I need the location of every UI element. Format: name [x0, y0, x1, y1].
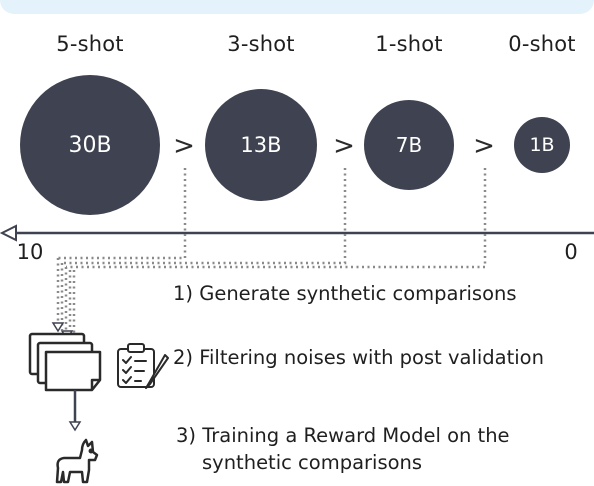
chevron-right-icon: >: [333, 131, 355, 161]
axis-label-right: 0: [564, 240, 578, 264]
model-circle-13b: 13B: [205, 89, 317, 201]
model-circle-7b: 7B: [364, 100, 454, 190]
stacked-documents-icon: [28, 332, 102, 392]
shot-label-1: 1-shot: [375, 32, 443, 56]
clipboard-checklist-icon: [117, 343, 169, 389]
llama-icon: [55, 438, 99, 484]
top-banner: [0, 0, 594, 14]
chevron-right-icon: >: [473, 131, 495, 161]
step-1-text: 1) Generate synthetic comparisons: [173, 282, 517, 305]
step-2-text: 2) Filtering noises with post validation: [173, 346, 544, 369]
axis-arrow: [0, 224, 594, 242]
model-circle-30b: 30B: [20, 75, 160, 215]
step-3-text-line2: synthetic comparisons: [202, 451, 423, 474]
shot-label-0: 0-shot: [508, 32, 576, 56]
down-arrow: [68, 390, 82, 432]
chevron-right-icon: >: [173, 131, 195, 161]
shot-label-3: 3-shot: [227, 32, 295, 56]
axis-label-left: 10: [16, 240, 44, 264]
step-3-text-line1: 3) Training a Reward Model on the: [176, 424, 510, 447]
model-circle-1b: 1B: [514, 117, 570, 173]
shot-label-5: 5-shot: [56, 32, 124, 56]
dotted-connectors: [56, 168, 487, 346]
